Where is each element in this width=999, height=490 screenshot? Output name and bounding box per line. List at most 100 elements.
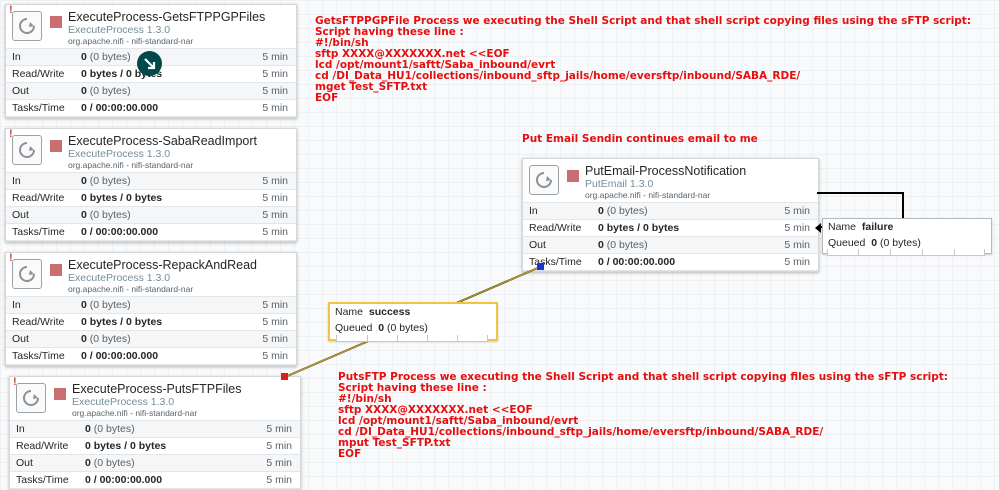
stat-label: Read/Write (16, 440, 69, 452)
stat-row-in: In 0 (0 bytes) 5 min (523, 203, 818, 220)
note-gets-ftp-script: GetsFTPPGPFile Process we executing the … (315, 15, 972, 104)
processor-type: ExecuteProcess 1.3.0 (68, 148, 171, 160)
stat-label: Out (16, 457, 33, 469)
stat-row-in: In 0 (0 bytes) 5 min (6, 173, 296, 190)
stat-time: 5 min (784, 205, 810, 217)
stat-label: Tasks/Time (529, 256, 582, 268)
stopped-square-icon (50, 264, 62, 276)
stat-label: Tasks/Time (12, 350, 65, 362)
queue-bar (336, 335, 488, 342)
stat-value: 0 (0 bytes) (81, 51, 131, 63)
processor-name: ExecuteProcess-SabaReadImport (68, 134, 257, 148)
processor-header: ! ExecuteProcess-RepackAndRead ExecutePr… (6, 252, 296, 297)
stat-time: 5 min (262, 192, 288, 204)
stat-value: 0 (0 bytes) (85, 423, 135, 435)
connection-label-failure[interactable]: Name failure Queued 0 (0 bytes) (815, 218, 992, 256)
processor-header: ! ExecuteProcess-PutsFTPFiles ExecutePro… (10, 376, 300, 421)
connection-queued-row: Queued 0 (0 bytes) (335, 322, 428, 334)
invalid-bang-icon: ! (13, 376, 17, 388)
stat-label: In (529, 205, 538, 217)
stat-time: 5 min (262, 226, 288, 238)
stat-value: 0 (0 bytes) (81, 299, 131, 311)
processor-icon (12, 11, 42, 41)
stat-label: Read/Write (529, 222, 582, 234)
processor-icon (529, 165, 559, 195)
stat-label: Out (12, 209, 29, 221)
stat-label: In (12, 175, 21, 187)
stat-label: Read/Write (12, 316, 65, 328)
connection-name-row: Name failure (828, 221, 894, 233)
stat-time: 5 min (262, 299, 288, 311)
processor-name: ExecuteProcess-PutsFTPFiles (72, 382, 242, 396)
stat-time: 5 min (262, 102, 288, 114)
stat-time: 5 min (262, 85, 288, 97)
stat-label: Read/Write (12, 192, 65, 204)
stat-value: 0 / 00:00:00.000 (81, 226, 159, 238)
processor-bundle: org.apache.nifi - nifi-standard-nar (68, 284, 194, 294)
stat-time: 5 min (262, 350, 288, 362)
processor-type: ExecuteProcess 1.3.0 (68, 24, 171, 36)
processor-puts-ftp-files[interactable]: ! ExecuteProcess-PutsFTPFiles ExecutePro… (9, 376, 301, 490)
stat-time: 5 min (784, 239, 810, 251)
processor-header: ! ExecuteProcess-SabaReadImport ExecuteP… (6, 128, 296, 173)
processor-put-email-notification[interactable]: PutEmail-ProcessNotification PutEmail 1.… (522, 158, 819, 272)
stat-time: 5 min (784, 222, 810, 234)
stat-time: 5 min (262, 175, 288, 187)
drag-cursor-icon[interactable] (137, 51, 162, 76)
queue-bar (827, 249, 985, 256)
stat-value: 0 (0 bytes) (81, 175, 131, 187)
stat-label: Tasks/Time (16, 474, 69, 486)
processor-type: PutEmail 1.3.0 (585, 178, 654, 190)
stat-value: 0 / 00:00:00.000 (81, 102, 159, 114)
stat-label: In (12, 299, 21, 311)
stat-row-out: Out 0 (0 bytes) 5 min (523, 237, 818, 254)
processor-repack-and-read[interactable]: ! ExecuteProcess-RepackAndRead ExecutePr… (5, 252, 297, 366)
stat-row-out: Out 0 (0 bytes) 5 min (10, 455, 300, 472)
stopped-square-icon (50, 16, 62, 28)
stat-value: 0 (0 bytes) (81, 209, 131, 221)
stat-value: 0 / 00:00:00.000 (598, 256, 676, 268)
stopped-square-icon (567, 170, 579, 182)
stat-row-in: In 0 (0 bytes) 5 min (6, 297, 296, 314)
processor-bundle: org.apache.nifi - nifi-standard-nar (585, 190, 711, 200)
invalid-bang-icon: ! (9, 4, 13, 16)
stat-time: 5 min (266, 423, 292, 435)
connection-label-success[interactable]: Name success Queued 0 (0 bytes) (328, 302, 498, 342)
processor-gets-ftp-pgp-files[interactable]: ! ExecuteProcess-GetsFTPPGPFiles Execute… (5, 4, 297, 118)
processor-icon (12, 259, 42, 289)
stat-value: 0 (0 bytes) (598, 205, 648, 217)
stat-time: 5 min (784, 256, 810, 268)
note-put-email: Put Email Sendin continues email to me (522, 133, 758, 145)
stat-row-out: Out 0 (0 bytes) 5 min (6, 83, 296, 100)
processor-header: ! ExecuteProcess-GetsFTPPGPFiles Execute… (6, 4, 296, 49)
stat-value: 0 bytes / 0 bytes (598, 222, 680, 234)
invalid-bang-icon: ! (9, 252, 13, 264)
processor-bundle: org.apache.nifi - nifi-standard-nar (68, 36, 194, 46)
processor-saba-read-import[interactable]: ! ExecuteProcess-SabaReadImport ExecuteP… (5, 128, 297, 242)
stat-value: 0 bytes / 0 bytes (85, 440, 167, 452)
stat-value: 0 / 00:00:00.000 (85, 474, 163, 486)
stat-label: Out (529, 239, 546, 251)
stopped-square-icon (50, 140, 62, 152)
stat-time: 5 min (262, 51, 288, 63)
processor-name: ExecuteProcess-RepackAndRead (68, 258, 257, 272)
failure-arrow-icon (815, 223, 821, 233)
invalid-bang-icon: ! (9, 128, 13, 140)
stat-time: 5 min (266, 457, 292, 469)
stat-label: Tasks/Time (12, 102, 65, 114)
stat-row-tasks: Tasks/Time 0 / 00:00:00.000 5 min (10, 472, 300, 489)
stat-value: 0 (0 bytes) (85, 457, 135, 469)
processor-type: ExecuteProcess 1.3.0 (72, 396, 175, 408)
stat-value: 0 (0 bytes) (81, 85, 131, 97)
stat-time: 5 min (266, 474, 292, 486)
stat-label: Out (12, 85, 29, 97)
stat-row-tasks: Tasks/Time 0 / 00:00:00.000 5 min (6, 100, 296, 117)
stat-value: 0 (0 bytes) (598, 239, 648, 251)
